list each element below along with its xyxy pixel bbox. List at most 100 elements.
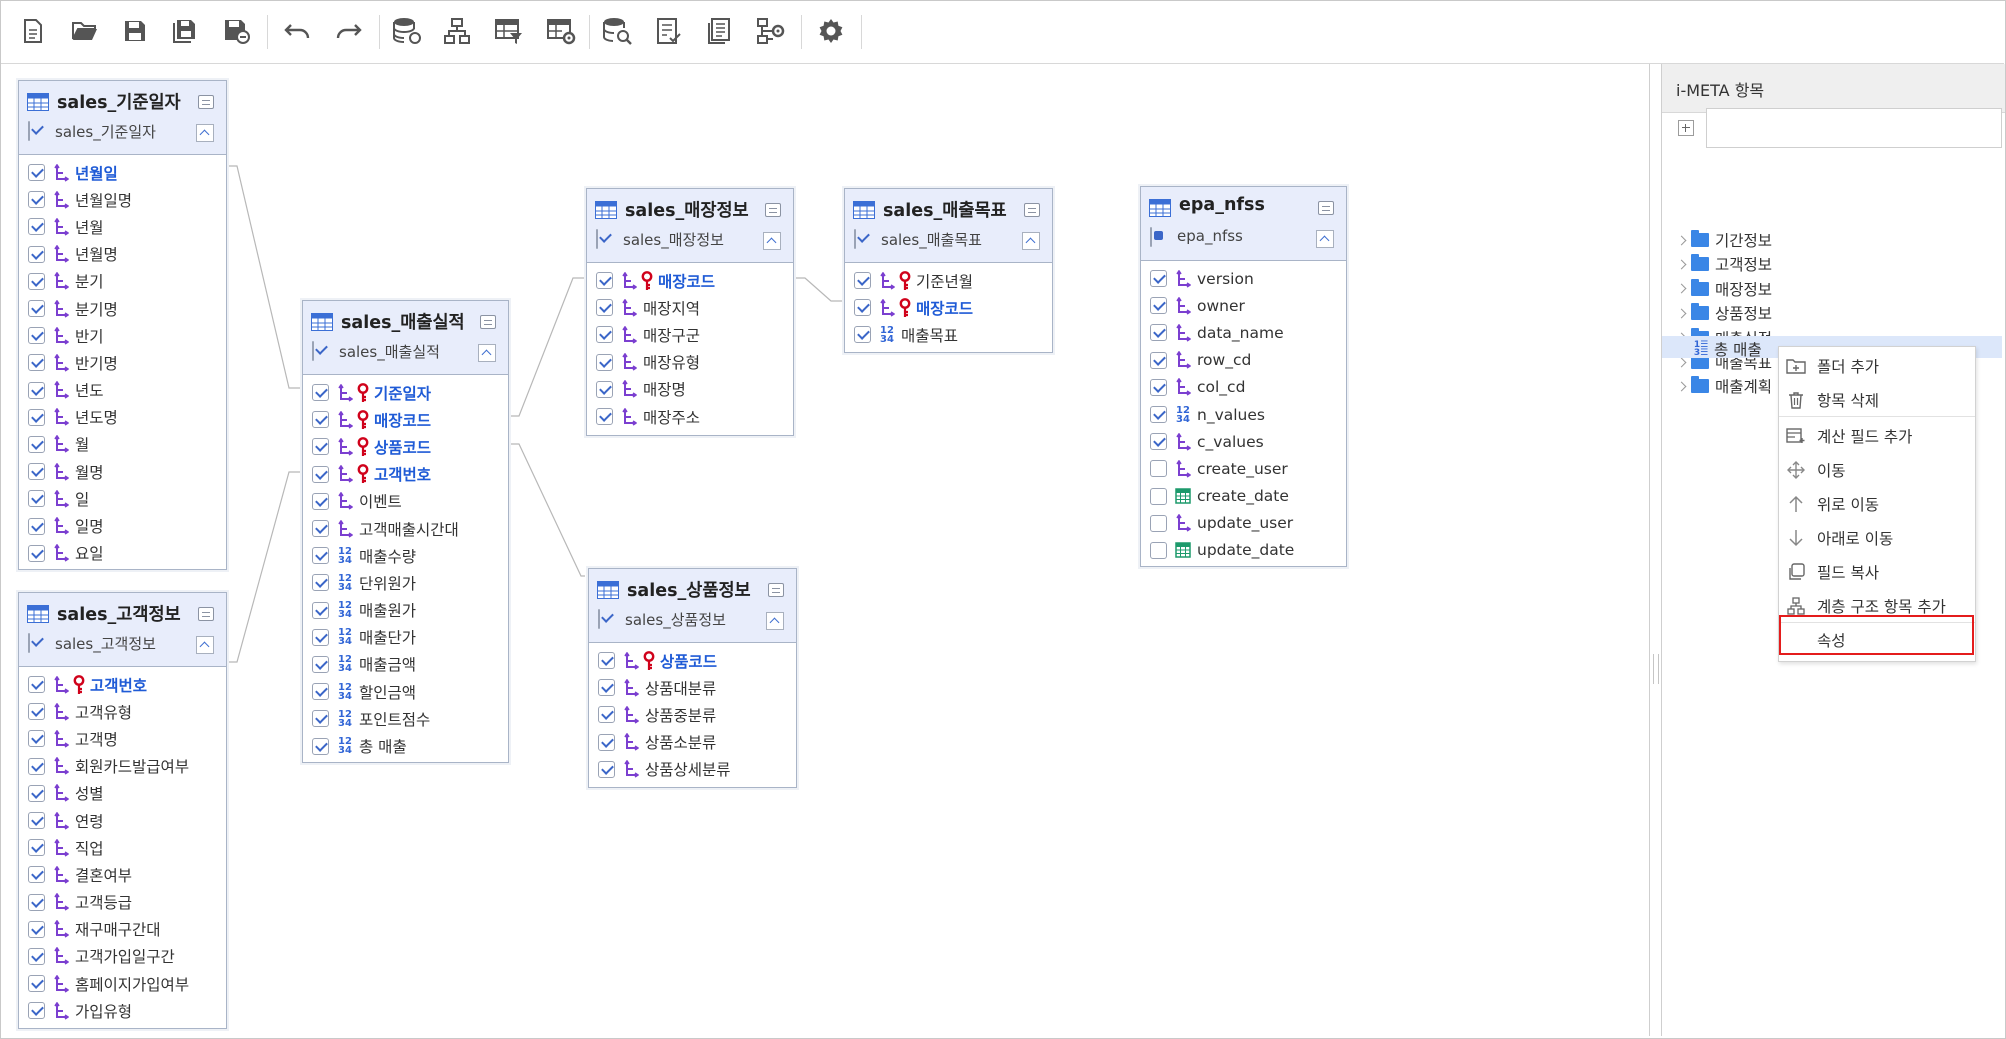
field-row[interactable]: 일명 (19, 512, 226, 539)
document-copy-icon[interactable] (703, 15, 735, 47)
table-select-checkbox[interactable] (312, 341, 314, 361)
collapse-button[interactable] (763, 232, 781, 250)
tree-folder-item[interactable]: 고객정보 (1676, 252, 1772, 276)
collapse-button[interactable] (766, 612, 784, 630)
meta-search-input[interactable] (1706, 108, 2002, 148)
table-select-checkbox[interactable] (28, 121, 30, 141)
field-checkbox[interactable] (28, 463, 45, 481)
field-checkbox[interactable] (28, 866, 45, 884)
field-row[interactable]: row_cd (1141, 347, 1346, 374)
field-checkbox[interactable] (1150, 378, 1167, 396)
field-row[interactable]: 가입유형 (19, 997, 226, 1024)
field-row[interactable]: 매장지역 (587, 294, 793, 321)
table-title[interactable]: epa_nfss (1179, 195, 1265, 215)
field-checkbox[interactable] (312, 547, 329, 565)
field-checkbox[interactable] (28, 517, 45, 535)
field-checkbox[interactable] (312, 520, 329, 538)
field-checkbox[interactable] (28, 435, 45, 453)
field-checkbox[interactable] (1150, 324, 1167, 342)
field-checkbox[interactable] (28, 730, 45, 748)
field-checkbox[interactable] (28, 947, 45, 965)
table-select-checkbox[interactable] (598, 609, 600, 629)
field-row[interactable]: version (1141, 265, 1346, 292)
field-row[interactable]: 반기 (19, 322, 226, 349)
field-row[interactable]: 매장코드 (303, 406, 508, 433)
field-row[interactable]: owner (1141, 292, 1346, 319)
splitter-grip[interactable] (1653, 654, 1659, 684)
table-select-checkbox[interactable] (28, 633, 30, 653)
field-row[interactable]: 상품코드 (589, 647, 796, 674)
settings-icon[interactable] (815, 15, 847, 47)
table-title[interactable]: sales_상품정보 (627, 581, 751, 601)
field-checkbox[interactable] (312, 601, 329, 619)
collapse-button[interactable] (1022, 232, 1040, 250)
field-checkbox[interactable] (1150, 433, 1167, 451)
field-checkbox[interactable] (28, 164, 45, 182)
field-checkbox[interactable] (28, 757, 45, 775)
field-checkbox[interactable] (28, 1002, 45, 1020)
field-checkbox[interactable] (312, 384, 329, 402)
field-checkbox[interactable] (854, 299, 871, 317)
field-row[interactable]: 기준년월 (845, 267, 1052, 294)
field-checkbox[interactable] (312, 710, 329, 728)
field-checkbox[interactable] (28, 191, 45, 209)
field-row[interactable]: 매장주소 (587, 403, 793, 430)
field-checkbox[interactable] (854, 326, 871, 344)
collapse-button[interactable] (478, 344, 496, 362)
field-checkbox[interactable] (28, 676, 45, 694)
tree-folder-item[interactable]: 매출목표 (1676, 350, 1772, 374)
table-filter-icon[interactable] (493, 15, 525, 47)
field-row[interactable]: 년월명 (19, 241, 226, 268)
field-row[interactable]: 년월일명 (19, 186, 226, 213)
undo-icon[interactable] (281, 15, 313, 47)
table-options-button[interactable] (198, 607, 214, 621)
field-row[interactable]: 고객가입일구간 (19, 943, 226, 970)
field-row[interactable]: 상품중분류 (589, 701, 796, 728)
field-checkbox[interactable] (598, 706, 615, 724)
network-settings-icon[interactable] (755, 15, 787, 47)
table-title[interactable]: sales_매출목표 (883, 201, 1007, 221)
field-row[interactable]: 이벤트 (303, 488, 508, 515)
field-row[interactable]: 재구매구간대 (19, 916, 226, 943)
table-title[interactable]: sales_매장정보 (625, 201, 749, 221)
field-checkbox[interactable] (596, 353, 613, 371)
table-select-checkbox[interactable] (596, 229, 598, 249)
field-checkbox[interactable] (596, 299, 613, 317)
field-checkbox[interactable] (312, 438, 329, 456)
expand-arrow-icon[interactable] (1676, 381, 1687, 392)
field-checkbox[interactable] (598, 760, 615, 778)
field-row[interactable]: 매장코드 (587, 267, 793, 294)
field-row[interactable]: 요일 (19, 540, 226, 567)
field-row[interactable]: c_values (1141, 428, 1346, 455)
context-menu-item[interactable]: 위로 이동 (1779, 487, 1975, 521)
expand-arrow-icon[interactable] (1676, 283, 1687, 294)
field-checkbox[interactable] (28, 300, 45, 318)
field-row[interactable]: 직업 (19, 834, 226, 861)
table-title[interactable]: sales_기준일자 (57, 93, 181, 113)
field-row[interactable]: 연령 (19, 807, 226, 834)
field-checkbox[interactable] (28, 975, 45, 993)
report-checklist-icon[interactable] (653, 15, 685, 47)
tree-folder-item[interactable]: 기간정보 (1676, 228, 1772, 252)
field-row[interactable]: 상품소분류 (589, 729, 796, 756)
field-row[interactable]: col_cd (1141, 374, 1346, 401)
field-row[interactable]: 년도명 (19, 404, 226, 431)
context-menu-item[interactable]: 항목 삭제 (1779, 383, 1975, 417)
field-row[interactable]: 고객번호 (19, 671, 226, 698)
field-row[interactable]: 분기명 (19, 295, 226, 322)
field-row[interactable]: 고객번호 (303, 461, 508, 488)
context-menu-item[interactable]: 속성 (1779, 623, 1975, 657)
field-checkbox[interactable] (312, 655, 329, 673)
field-row[interactable]: data_name (1141, 319, 1346, 346)
context-menu-item[interactable]: 계산 필드 추가 (1779, 419, 1975, 453)
save-all-icon[interactable] (169, 15, 201, 47)
field-checkbox[interactable] (1150, 406, 1167, 424)
